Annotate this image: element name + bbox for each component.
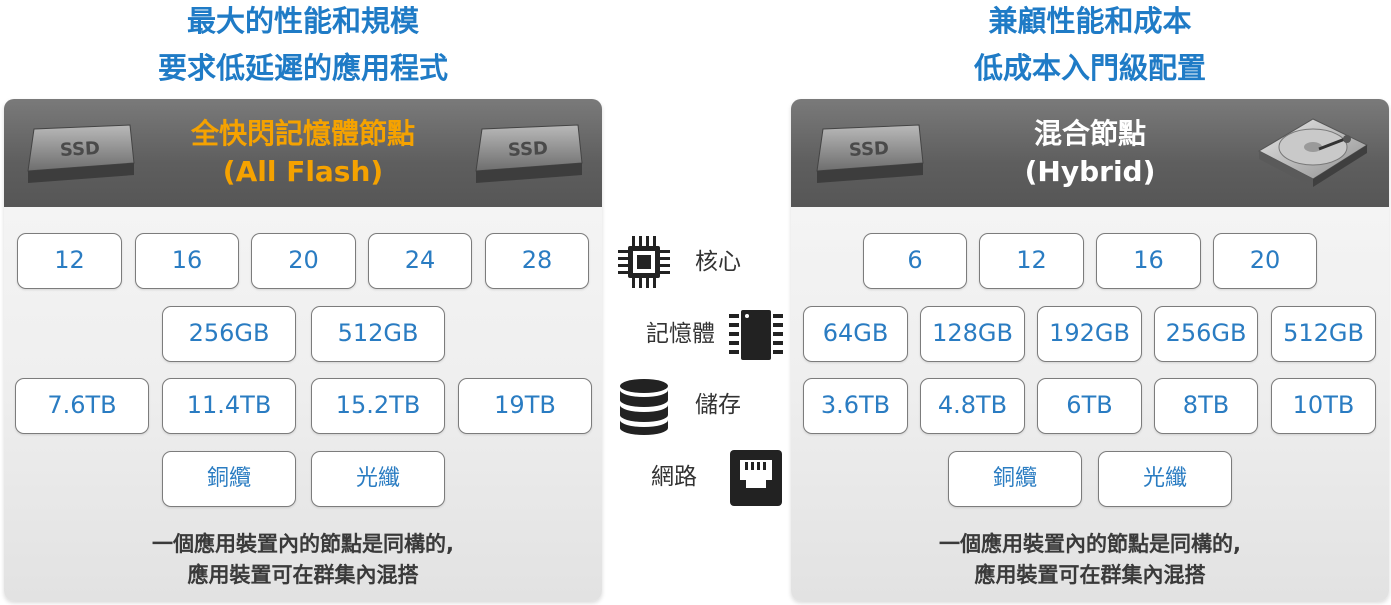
storage-option-10tb: 10TB bbox=[1271, 378, 1376, 434]
left-heading-line-2: 要求低延遲的應用程式 bbox=[157, 51, 448, 85]
core-option-12: 12 bbox=[979, 233, 1084, 289]
right-heading: 兼顧性能和成本 低成本入門級配置 bbox=[791, 0, 1389, 92]
storage-option-8tb: 8TB bbox=[1154, 378, 1258, 434]
legend-cores-label: 核心 bbox=[695, 249, 741, 275]
all-flash-panel: SSD 全快閃記憶體節點 (All Flash) SSD 12 16 20 24… bbox=[4, 99, 602, 601]
memory-option-192gb: 192GB bbox=[1037, 306, 1142, 362]
all-flash-title: 全快閃記憶體節點 (All Flash) bbox=[4, 115, 602, 191]
hybrid-title-line-1: 混合節點 bbox=[1033, 117, 1146, 150]
legend-storage-label: 儲存 bbox=[695, 392, 741, 418]
storage-option-6tb: 6TB bbox=[1037, 378, 1142, 434]
storage-option-11-4tb: 11.4TB bbox=[162, 378, 296, 434]
storage-option-7-6tb: 7.6TB bbox=[15, 378, 149, 434]
hybrid-panel: SSD 混合節點 (Hybrid) 6 12 16 20 64GB 128GB … bbox=[791, 99, 1389, 601]
core-option-28: 28 bbox=[485, 233, 589, 289]
legend-memory-label: 記憶體 bbox=[646, 321, 715, 347]
note-line-2: 應用裝置可在群集內混搭 bbox=[187, 563, 419, 587]
svg-text:SSD: SSD bbox=[848, 138, 889, 161]
core-option-16: 16 bbox=[1096, 233, 1201, 289]
svg-text:SSD: SSD bbox=[507, 138, 548, 161]
core-option-20: 20 bbox=[1213, 233, 1317, 289]
storage-option-4-8tb: 4.8TB bbox=[920, 378, 1025, 434]
note-line-2: 應用裝置可在群集內混搭 bbox=[974, 563, 1206, 587]
network-option-copper: 銅纜 bbox=[948, 451, 1082, 507]
memory-chip-icon bbox=[729, 310, 783, 360]
memory-option-256gb: 256GB bbox=[1154, 306, 1258, 362]
ssd-drive-icon: SSD bbox=[816, 124, 924, 183]
core-option-6: 6 bbox=[863, 233, 967, 289]
core-option-24: 24 bbox=[368, 233, 472, 289]
memory-option-512gb: 512GB bbox=[311, 306, 445, 362]
memory-option-64gb: 64GB bbox=[803, 306, 908, 362]
hybrid-banner: SSD 混合節點 (Hybrid) bbox=[791, 99, 1389, 207]
network-option-fiber: 光纖 bbox=[311, 451, 445, 507]
ethernet-port-icon bbox=[730, 450, 782, 506]
all-flash-title-line-1: 全快閃記憶體節點 bbox=[190, 117, 415, 150]
svg-text:SSD: SSD bbox=[59, 138, 100, 161]
storage-option-19tb: 19TB bbox=[458, 378, 592, 434]
database-icon bbox=[620, 379, 668, 435]
legend-network-label: 網路 bbox=[651, 464, 697, 490]
ssd-drive-icon: SSD bbox=[475, 124, 583, 183]
memory-option-512gb: 512GB bbox=[1271, 306, 1376, 362]
storage-option-15-2tb: 15.2TB bbox=[311, 378, 445, 434]
memory-option-128gb: 128GB bbox=[920, 306, 1025, 362]
hybrid-title-line-2: (Hybrid) bbox=[1024, 155, 1156, 188]
all-flash-banner: SSD 全快閃記憶體節點 (All Flash) SSD bbox=[4, 99, 602, 207]
ssd-drive-icon: SSD bbox=[27, 124, 135, 183]
note-line-1: 一個應用裝置內的節點是同構的, bbox=[939, 532, 1241, 556]
hard-disk-drive-icon bbox=[1257, 118, 1369, 187]
core-option-16: 16 bbox=[135, 233, 239, 289]
note-line-1: 一個應用裝置內的節點是同構的, bbox=[152, 532, 454, 556]
right-heading-line-1: 兼顧性能和成本 bbox=[988, 4, 1192, 38]
core-option-20: 20 bbox=[251, 233, 356, 289]
core-option-12: 12 bbox=[17, 233, 122, 289]
hybrid-title: 混合節點 (Hybrid) bbox=[791, 115, 1389, 191]
left-heading-line-1: 最大的性能和規模 bbox=[186, 4, 419, 38]
left-heading: 最大的性能和規模 要求低延遲的應用程式 bbox=[4, 0, 602, 92]
all-flash-title-line-2: (All Flash) bbox=[222, 155, 384, 188]
right-heading-line-2: 低成本入門級配置 bbox=[973, 51, 1206, 85]
hybrid-note: 一個應用裝置內的節點是同構的, 應用裝置可在群集內混搭 bbox=[791, 529, 1389, 591]
network-option-copper: 銅纜 bbox=[162, 451, 296, 507]
storage-option-3-6tb: 3.6TB bbox=[803, 378, 908, 434]
all-flash-note: 一個應用裝置內的節點是同構的, 應用裝置可在群集內混搭 bbox=[4, 529, 602, 591]
network-option-fiber: 光纖 bbox=[1098, 451, 1232, 507]
cpu-chip-icon bbox=[618, 236, 670, 288]
memory-option-256gb: 256GB bbox=[162, 306, 296, 362]
